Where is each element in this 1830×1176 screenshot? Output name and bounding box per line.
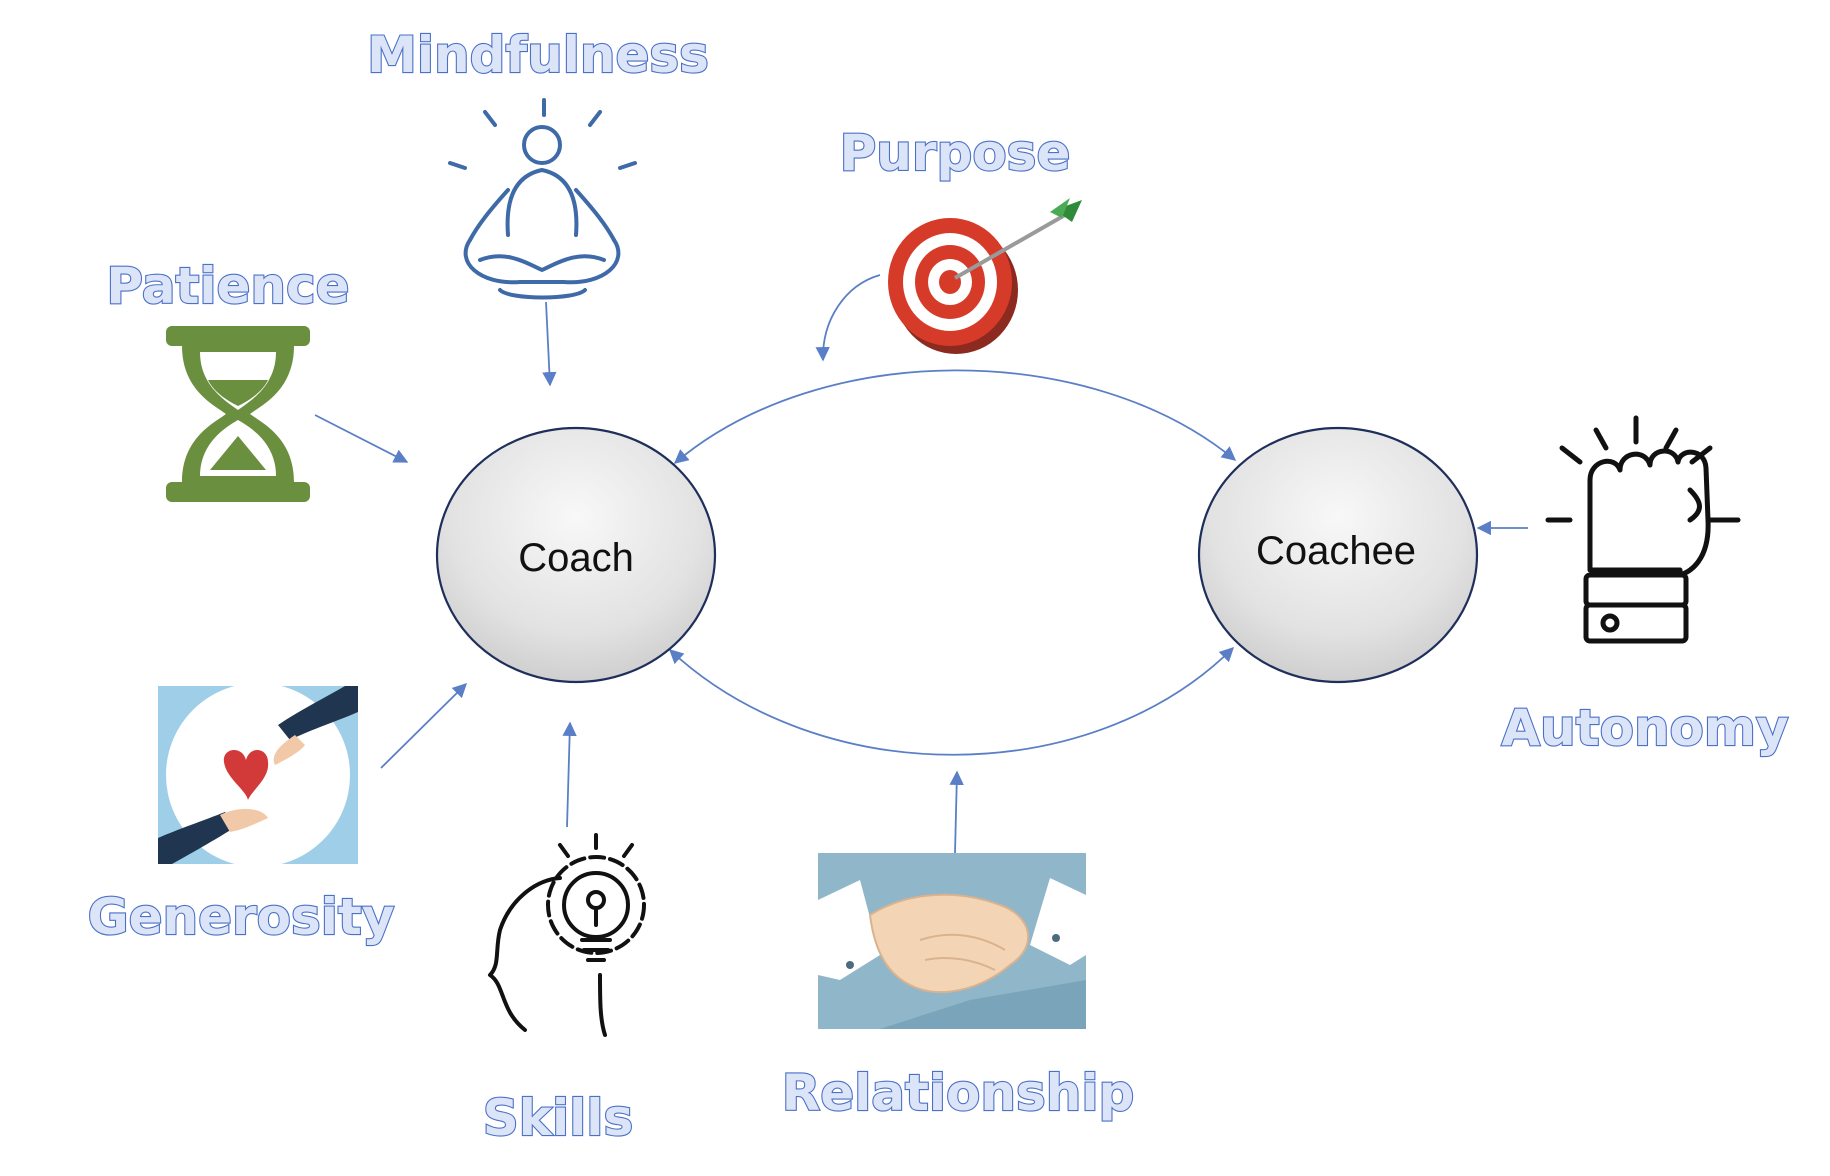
arrow-purpose xyxy=(815,274,881,362)
coachee-label: Coachee xyxy=(1256,529,1416,573)
mindfulness-label: Mindfulness xyxy=(367,26,709,84)
arrow-mindfulness xyxy=(542,301,557,387)
coach-node: Coach xyxy=(435,426,717,684)
coach-label: Coach xyxy=(518,536,634,580)
head-lightbulb-gear-icon xyxy=(488,833,646,1037)
hands-heart-icon xyxy=(158,683,358,867)
patience-label: Patience xyxy=(106,257,349,315)
arrow-skills xyxy=(562,721,577,828)
handshake-icon xyxy=(818,853,1086,1029)
arrow-relationship xyxy=(949,770,964,854)
raised-fist-icon xyxy=(1545,415,1741,644)
hourglass-icon xyxy=(166,326,310,502)
autonomy-label: Autonomy xyxy=(1501,699,1788,757)
coachee-node: Coachee xyxy=(1197,426,1479,684)
purpose-label: Purpose xyxy=(840,124,1071,182)
arrow-generosity xyxy=(380,682,468,769)
connector-top xyxy=(673,369,1237,464)
target-arrow-icon xyxy=(888,198,1082,354)
connector-bottom xyxy=(668,646,1235,756)
generosity-label: Generosity xyxy=(88,888,395,946)
arrow-patience xyxy=(314,414,409,463)
relationship-label: Relationship xyxy=(782,1064,1135,1122)
meditation-icon xyxy=(448,98,637,300)
skills-label: Skills xyxy=(483,1089,633,1147)
